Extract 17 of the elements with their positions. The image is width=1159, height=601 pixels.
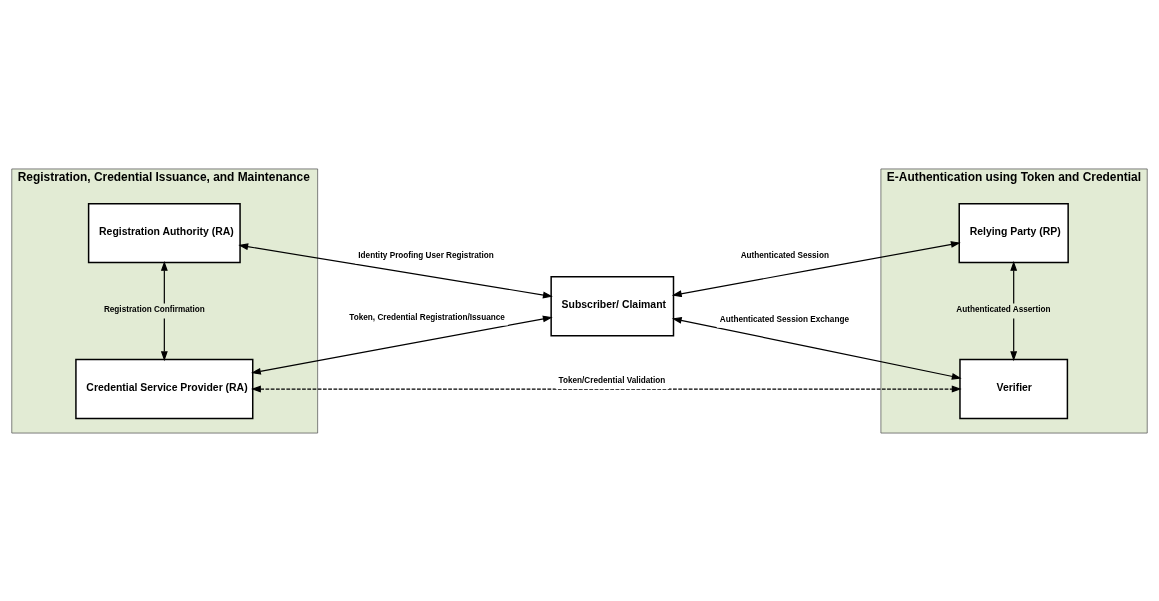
node-box: Relying Party (RP) <box>958 202 1069 263</box>
arrow <box>251 385 962 392</box>
node-box: Verifier <box>959 358 1069 419</box>
arrow <box>671 240 961 297</box>
edge-label: Registration Confirmation <box>103 304 205 314</box>
edge-label: Token/Credential Validation <box>558 375 666 385</box>
node-box: Registration Authority (RA) <box>87 202 241 263</box>
node-box: Subscriber/ Claimant <box>550 275 675 336</box>
arrow <box>251 315 553 375</box>
arrow <box>671 316 962 380</box>
arrow <box>238 242 553 298</box>
node-box: Credential Service Provider (RA) <box>75 358 254 419</box>
edge-label: Authenticated Session <box>740 250 829 260</box>
edge-label: Authenticated Assertion <box>956 304 1051 314</box>
edge-label: Token, Credential Registration/Issuance <box>349 312 505 321</box>
edge-label: Identity Proofing User Registration <box>358 250 494 260</box>
edge-label: Authenticated Session Exchange <box>719 314 849 324</box>
